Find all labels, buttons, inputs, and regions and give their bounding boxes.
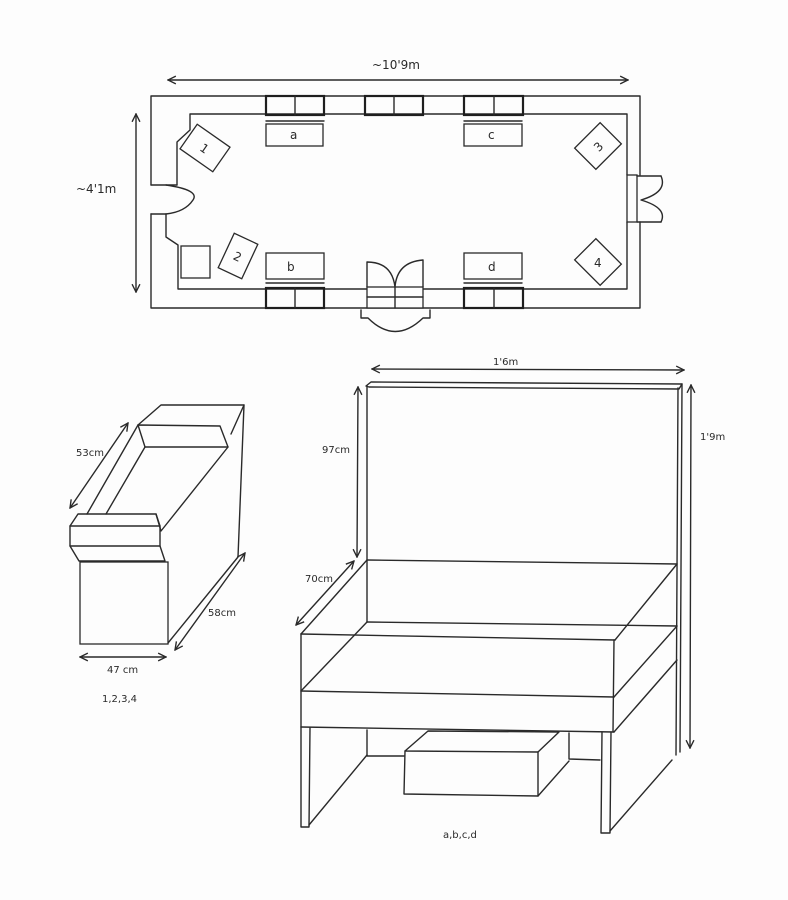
left-door [165, 184, 195, 215]
entrance-double-door [360, 259, 431, 333]
width-dimension-label: ~10'9m [372, 58, 420, 72]
window-top-1 [264, 94, 326, 117]
window-top-3 [462, 94, 525, 117]
inner-wall-top [176, 113, 628, 186]
window-top-2 [363, 94, 425, 117]
svg-text:b: b [287, 260, 295, 274]
bench-caption: a,b,c,d [443, 830, 477, 841]
depth-dimension-arrow [70, 423, 128, 508]
seat-depth-label: 70cm [305, 574, 333, 585]
armchair-4: 4 [573, 237, 623, 287]
outer-wall-top [150, 95, 641, 186]
window-bottom-3 [462, 286, 525, 310]
svg-text:d: d [488, 260, 496, 274]
armchair-sketch: 53cm 58cm 47 cm 1,2,3,4 [70, 404, 245, 705]
bench-b: b [265, 252, 325, 284]
window-bottom-1 [264, 286, 326, 310]
depth-dimension-label: 53cm [76, 448, 104, 459]
svg-text:c: c [488, 128, 495, 142]
width-dimension-label: 47 cm [107, 665, 138, 676]
side-table [180, 245, 211, 279]
armchair-2: 2 [217, 232, 259, 280]
armchair-caption: 1,2,3,4 [102, 694, 137, 705]
floor-plan: ~10'9m ~4'1m [76, 58, 664, 333]
bench-width-arrow [372, 369, 684, 370]
svg-text:a: a [290, 128, 297, 142]
armchair-1: 1 [179, 123, 231, 173]
bench-d: d [463, 252, 523, 284]
bench-a: a [265, 120, 325, 147]
length-dimension-label: 58cm [208, 608, 236, 619]
bench-width-label: 1'6m [493, 357, 518, 368]
under-seat-drawer [403, 730, 570, 797]
svg-text:4: 4 [594, 256, 602, 270]
bench-c: c [463, 120, 523, 147]
back-height-label: 97cm [322, 445, 350, 456]
length-dimension-arrow [175, 553, 245, 650]
inner-wall-bottom [165, 213, 628, 290]
armchair-3: 3 [573, 121, 623, 171]
back-height-arrow [357, 387, 358, 557]
seat-depth-arrow [296, 561, 354, 625]
bench-sketch: 1'6m 1'9m 97cm 70cm [296, 357, 725, 841]
right-door [626, 174, 664, 223]
bench-height-label: 1'9m [700, 432, 725, 443]
bench-height-arrow [690, 385, 691, 748]
height-dimension-label: ~4'1m [76, 182, 116, 196]
